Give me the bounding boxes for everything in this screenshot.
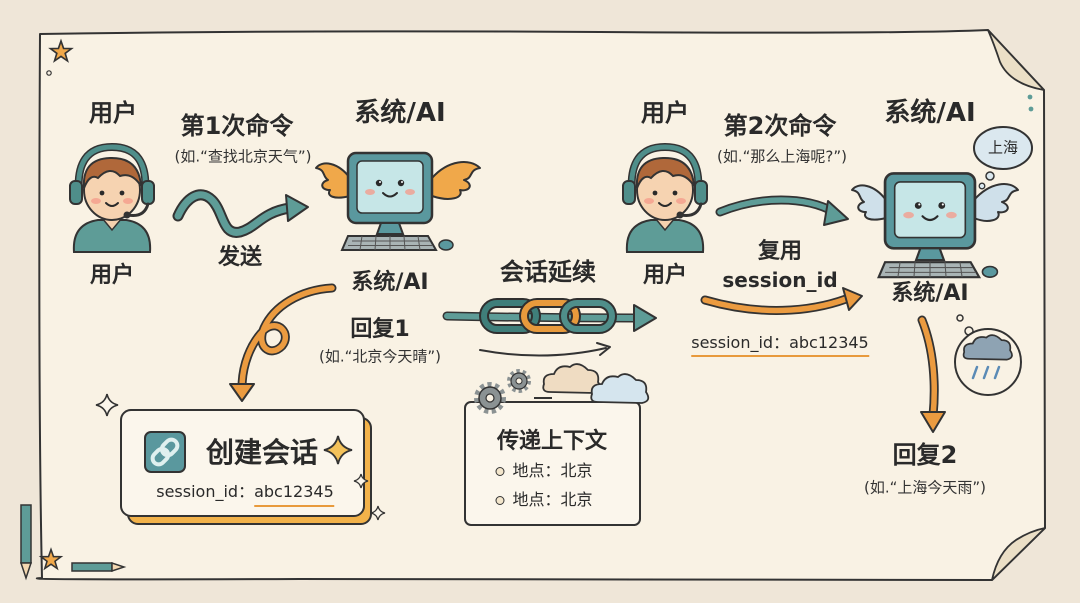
dot-decoration — [46, 70, 52, 76]
chain-arrow-icon — [442, 298, 657, 334]
pencil-icon — [71, 561, 127, 573]
reply-2-title: 回复2 — [892, 441, 958, 469]
send-arrow — [172, 189, 309, 238]
context-item: 地点：北京 — [495, 490, 593, 509]
command-2-title: 第2次命令 — [723, 112, 837, 140]
chain-link-icon — [144, 431, 186, 473]
system-1-bottom-label: 系统/AI — [351, 270, 429, 295]
continuation-title: 会话延续 — [500, 258, 596, 286]
session-id-value: abc12345 — [254, 482, 334, 507]
reply-1-title: 回复1 — [350, 317, 410, 342]
context-item-text: 地点：北京 — [512, 490, 593, 509]
context-item-text: 地点：北京 — [512, 461, 593, 480]
user-2-top-label: 用户 — [641, 99, 689, 127]
bullet-icon — [495, 466, 505, 476]
flow-arrow — [479, 342, 611, 357]
create-session-id: session_id：abc12345 — [156, 482, 334, 507]
user-1-bottom-label: 用户 — [89, 263, 135, 288]
bullet-icon — [495, 495, 505, 505]
reply-2-arrow — [917, 315, 946, 433]
command-1-example: (如.“查找北京天气”) — [174, 147, 312, 166]
rain-cloud-icon — [954, 314, 1022, 396]
system-1-top-label: 系统/AI — [354, 98, 446, 128]
pencil-icon — [19, 504, 33, 581]
system-2-bottom-label: 系统/AI — [891, 281, 969, 306]
headset-user-icon — [623, 147, 707, 252]
system-2-top-label: 系统/AI — [884, 98, 976, 128]
winged-computer-icon — [315, 151, 481, 252]
gears-icon — [474, 369, 552, 414]
send-label: 发送 — [217, 245, 263, 270]
reused-session-id: session_id：abc12345 — [691, 335, 869, 357]
thought-bubble — [973, 126, 1033, 190]
create-session-title: 创建会话 — [205, 436, 319, 469]
reuse-title: 复用 — [757, 239, 803, 264]
dots-decoration — [1027, 94, 1034, 112]
context-card — [464, 401, 641, 526]
context-title: 传递上下文 — [496, 429, 608, 454]
reply-2-example: (如.“上海今天雨”) — [863, 478, 987, 497]
reply-1-arrow — [229, 283, 337, 402]
reuse-arrow — [700, 287, 863, 315]
session-id-label: session_id： — [156, 482, 255, 501]
winged-computer-icon — [851, 172, 1019, 279]
headset-user-icon — [70, 147, 154, 252]
user-2-bottom-label: 用户 — [642, 263, 688, 288]
command-1-title: 第1次命令 — [180, 112, 294, 140]
reuse-key: session_id — [722, 268, 838, 292]
command-2-arrow — [715, 195, 849, 226]
thought-bubble-text: 上海 — [987, 138, 1019, 157]
command-2-example: (如.“那么上海呢?”) — [717, 147, 847, 166]
user-1-top-label: 用户 — [89, 99, 137, 127]
reply-1-example: (如.“北京今天晴”) — [318, 347, 442, 366]
context-item: 地点：北京 — [495, 461, 593, 480]
